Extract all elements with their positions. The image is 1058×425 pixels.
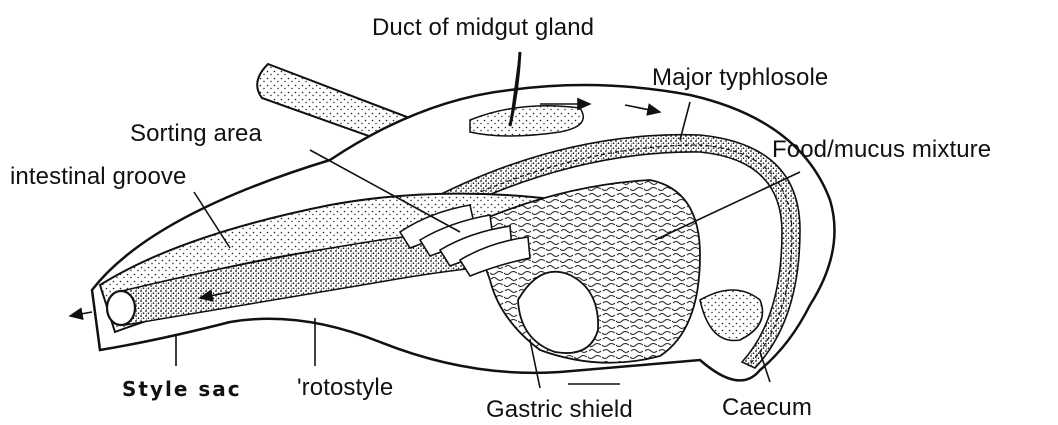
label-food-mucus-mixture: Food/mucus mixture — [772, 138, 991, 162]
label-major-typhlosole: Major typhlosole — [652, 66, 828, 90]
label-intestinal-groove: intestinal groove — [10, 165, 186, 189]
label-caecum: Caecum — [722, 396, 812, 420]
label-sorting-area: Sorting area — [130, 122, 262, 146]
label-style-sac: Style sac — [122, 379, 242, 399]
label-protostyle: 'rotostyle — [297, 376, 393, 400]
label-gastric-shield: Gastric shield — [486, 398, 633, 422]
label-duct-of-midgut-gland: Duct of midgut gland — [372, 16, 594, 40]
